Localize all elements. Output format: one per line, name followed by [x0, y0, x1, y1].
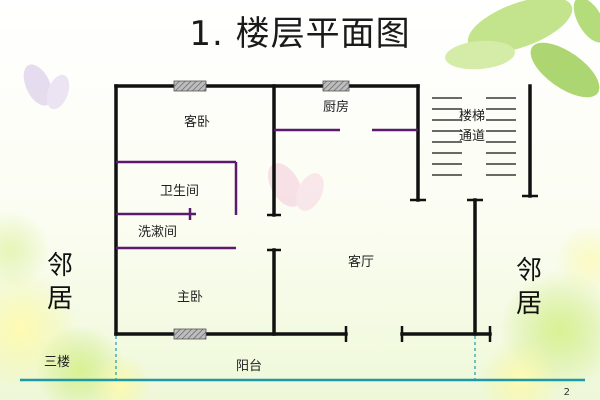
page-title: 1. 楼层平面图 — [189, 14, 411, 54]
floor-label: 三楼 — [44, 355, 71, 370]
butterfly-icon — [267, 163, 324, 211]
room-label-balcony: 阳台 — [236, 359, 263, 374]
room-label-master-bedroom: 主卧 — [177, 290, 204, 305]
neighbor-right: 邻 居 — [514, 255, 544, 320]
outer-walls — [114, 84, 532, 336]
window-top-kitchen — [322, 80, 350, 92]
interior-partitions — [116, 128, 418, 250]
neighbor-left: 邻 居 — [45, 250, 75, 315]
room-label-kitchen: 厨房 — [323, 100, 350, 115]
neighbor-right-char-2: 居 — [515, 288, 542, 319]
room-label-guest-bedroom: 客卧 — [184, 115, 211, 130]
neighbor-left-char-1: 邻 — [46, 251, 73, 281]
neighbor-right-char-1: 邻 — [515, 256, 542, 286]
room-label-stairwell-2: 通道 — [459, 129, 486, 144]
butterfly-icon — [23, 64, 70, 110]
wall-end-caps — [267, 194, 538, 342]
room-label-washroom: 洗漱间 — [138, 225, 178, 240]
balcony-baseline — [20, 336, 585, 382]
neighbor-left-char-2: 居 — [46, 283, 73, 314]
room-label-bathroom: 卫生间 — [160, 184, 200, 199]
stairs — [432, 97, 516, 176]
room-label-stairwell-1: 楼梯 — [459, 109, 486, 124]
window-top-left — [173, 80, 207, 92]
leaf-decoration — [445, 0, 600, 98]
window-bottom — [173, 328, 207, 340]
page-number: 2 — [563, 387, 570, 398]
room-label-living-room: 客厅 — [348, 255, 375, 270]
